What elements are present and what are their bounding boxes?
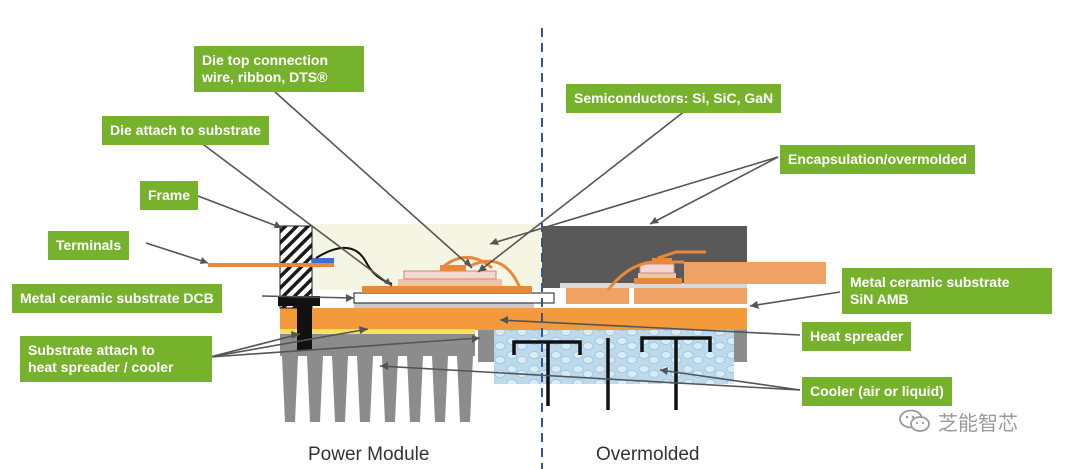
die-attach-left: [398, 279, 502, 286]
amb-top-copper: [634, 278, 682, 284]
die-left: [403, 270, 497, 280]
watermark-text: 芝能智芯: [938, 410, 1018, 435]
terminal-pad: [312, 258, 334, 265]
label-substrate-attach-line2: heat spreader / cooler: [28, 359, 174, 375]
label-die-attach: Die attach to substrate: [102, 116, 269, 145]
label-die-top-line1: Die top connection: [202, 52, 328, 68]
label-terminals: Terminals: [48, 231, 130, 260]
label-substrate-attach-line1: Substrate attach to: [28, 342, 155, 358]
label-dcb: Metal ceramic substrate DCB: [12, 284, 222, 313]
amb-ceramic: [560, 283, 747, 288]
terminal-lead: [208, 263, 334, 267]
watermark: 芝能智芯: [898, 406, 1018, 436]
label-amb: Metal ceramic substrate SiN AMB: [842, 268, 1052, 314]
dcb-bottom-copper: [354, 302, 534, 308]
caption-power-module: Power Module: [308, 444, 430, 465]
label-die-top-connection: Die top connection wire, ribbon, DTS®: [194, 46, 364, 92]
label-heat-spreader: Heat spreader: [802, 322, 912, 351]
caption-overmolded: Overmolded: [596, 444, 700, 465]
dcb-ceramic: [353, 292, 555, 304]
label-amb-line1: Metal ceramic substrate: [850, 274, 1010, 290]
substrate-attach-layer: [280, 329, 475, 334]
ribbon-right: [469, 259, 522, 289]
die-top-metal-left: [440, 265, 466, 271]
wechat-icon: [899, 409, 930, 432]
label-die-top-line2: wire, ribbon, DTS®: [202, 69, 328, 85]
leader-lines: [145, 91, 841, 391]
heat-spreader-left: [280, 308, 542, 330]
die-right: [639, 263, 675, 274]
amb-substrate-right: [634, 288, 747, 304]
label-frame: Frame: [140, 181, 199, 210]
pin-fin-brackets: [512, 336, 712, 410]
frame-base: [278, 296, 320, 306]
amb-substrate-left: [566, 288, 629, 304]
label-amb-line2: SiN AMB: [850, 291, 909, 307]
mounting-screw: [297, 306, 312, 350]
leader-arrowheads: [200, 217, 759, 375]
die-top-clip: [657, 250, 706, 260]
dcb-top-copper: [362, 286, 532, 293]
cooler-fins: [282, 356, 473, 422]
label-substrate-attach: Substrate attach to heat spreader / cool…: [20, 336, 212, 382]
ribbon-overmolded: [606, 260, 684, 291]
label-semiconductors: Semiconductors: Si, SiC, GaN: [566, 84, 782, 113]
label-cooler: Cooler (air or liquid): [802, 377, 952, 406]
label-encapsulation: Encapsulation/overmolded: [780, 145, 975, 174]
die-attach-right: [638, 273, 676, 278]
power-lead: [684, 262, 826, 284]
